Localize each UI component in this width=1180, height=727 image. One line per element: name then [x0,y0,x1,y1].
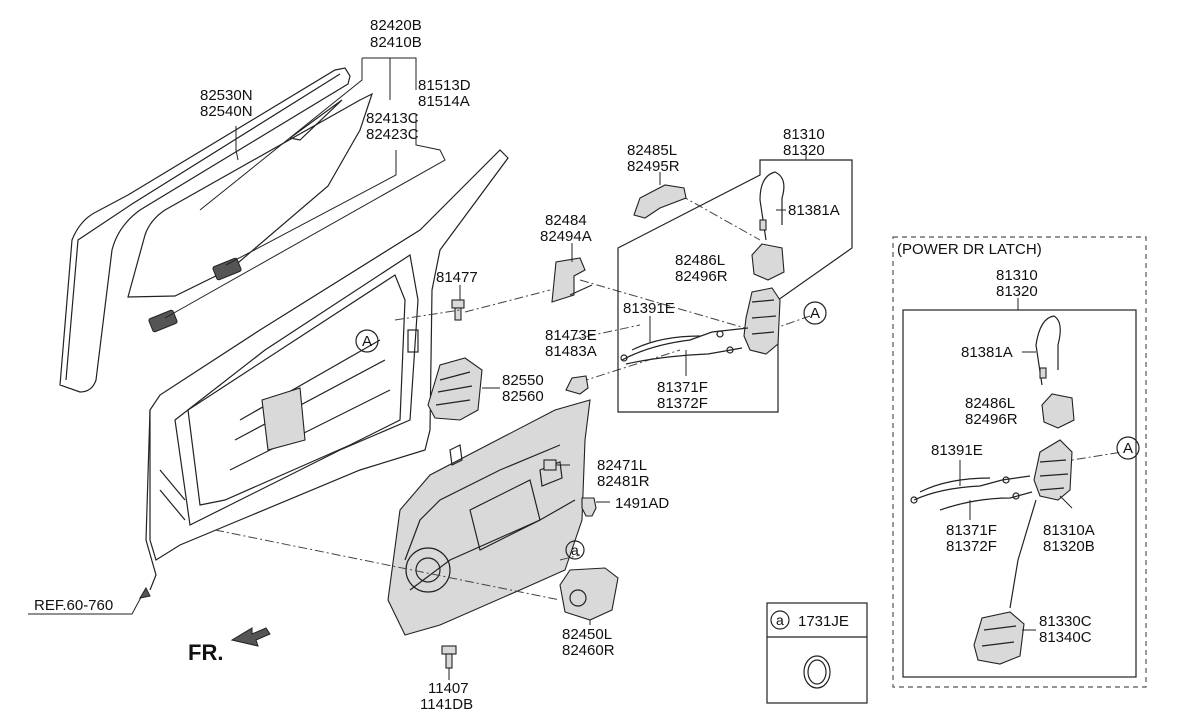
part-labels: 82420B 82410B 82530N 82540N 82413C 82423… [34,17,1133,713]
label-82494a: 82494A [540,228,592,245]
label-81310: 81310 [783,126,825,143]
handle-bracket-82484 [551,243,593,303]
power-label-81310a: 81310A [1043,522,1095,539]
label-1141db: 1141DB [420,696,473,713]
label-82550: 82550 [502,372,544,389]
ref-a-center: A [810,305,820,322]
power-label-81320b: 81320B [1043,538,1095,555]
bolt-11407 [441,645,457,680]
latch-assembly-group [617,152,853,413]
legend-ref-a-small: a [776,612,784,628]
label-82486l: 82486L [675,252,725,269]
label-81381a: 81381A [788,202,840,219]
ref-a-small-panel: a [571,542,579,558]
ref-a-left: A [362,333,372,350]
window-regulator-82550 [427,357,500,421]
label-front: FR. [188,640,223,665]
reference-markers [355,301,1140,560]
label-82420b: 82420B [370,17,422,34]
ref-a-power: A [1123,440,1133,457]
label-82481r: 82481R [597,473,650,490]
label-81320: 81320 [783,142,825,159]
outside-handle-bracket-82485 [633,172,687,219]
power-latch-title: (POWER DR LATCH) [897,241,1042,258]
power-label-81371f: 81371F [946,522,997,539]
label-81372f: 81372F [657,395,708,412]
clip-82471l [543,459,570,471]
power-label-81372f: 81372F [946,538,997,555]
label-11407: 11407 [428,680,469,697]
ref-leader [28,586,151,615]
label-82460r: 82460R [562,642,615,659]
front-door-frame [145,149,509,591]
power-label-81310: 81310 [996,267,1038,284]
glass-leaders [164,57,446,319]
label-82540n: 82540N [200,103,253,120]
label-82485l: 82485L [627,142,677,159]
label-82450l: 82450L [562,626,612,643]
legend-box-1731je [766,602,868,704]
power-label-81330c: 81330C [1039,613,1092,630]
label-82423c: 82423C [366,126,419,143]
label-82410b: 82410B [370,34,422,51]
label-82413c: 82413C [366,110,419,127]
bolt-81477 [451,285,465,321]
clip-81473e [565,375,589,395]
power-dr-latch-panel [892,236,1147,688]
door-module-panel [387,399,591,636]
front-direction-arrow [230,627,271,647]
power-label-81391e: 81391E [931,442,983,459]
power-label-82486l: 82486L [965,395,1015,412]
label-81371f: 81371F [657,379,708,396]
motor-82450 [559,567,619,625]
power-label-81381a: 81381A [961,344,1013,361]
clip-1491ad [581,497,610,517]
label-1491ad: 1491AD [615,495,669,512]
label-82560: 82560 [502,388,544,405]
label-82484: 82484 [545,212,587,229]
power-label-82496r: 82496R [965,411,1018,428]
power-label-81340c: 81340C [1039,629,1092,646]
label-81513d: 81513D [418,77,471,94]
label-81514a: 81514A [418,93,470,110]
label-82530n: 82530N [200,87,253,104]
legend-code-1731je: 1731JE [798,613,849,630]
label-81473e: 81473E [545,327,597,344]
label-81391e: 81391E [623,300,675,317]
label-81483a: 81483A [545,343,597,360]
label-82471l: 82471L [597,457,647,474]
label-81477: 81477 [436,269,478,286]
assembly-lines [214,194,1123,601]
power-label-81320: 81320 [996,283,1038,300]
label-ref-60-760: REF.60-760 [34,597,113,614]
label-82495r: 82495R [627,158,680,175]
door-window-glass [127,92,374,333]
label-82496r: 82496R [675,268,728,285]
